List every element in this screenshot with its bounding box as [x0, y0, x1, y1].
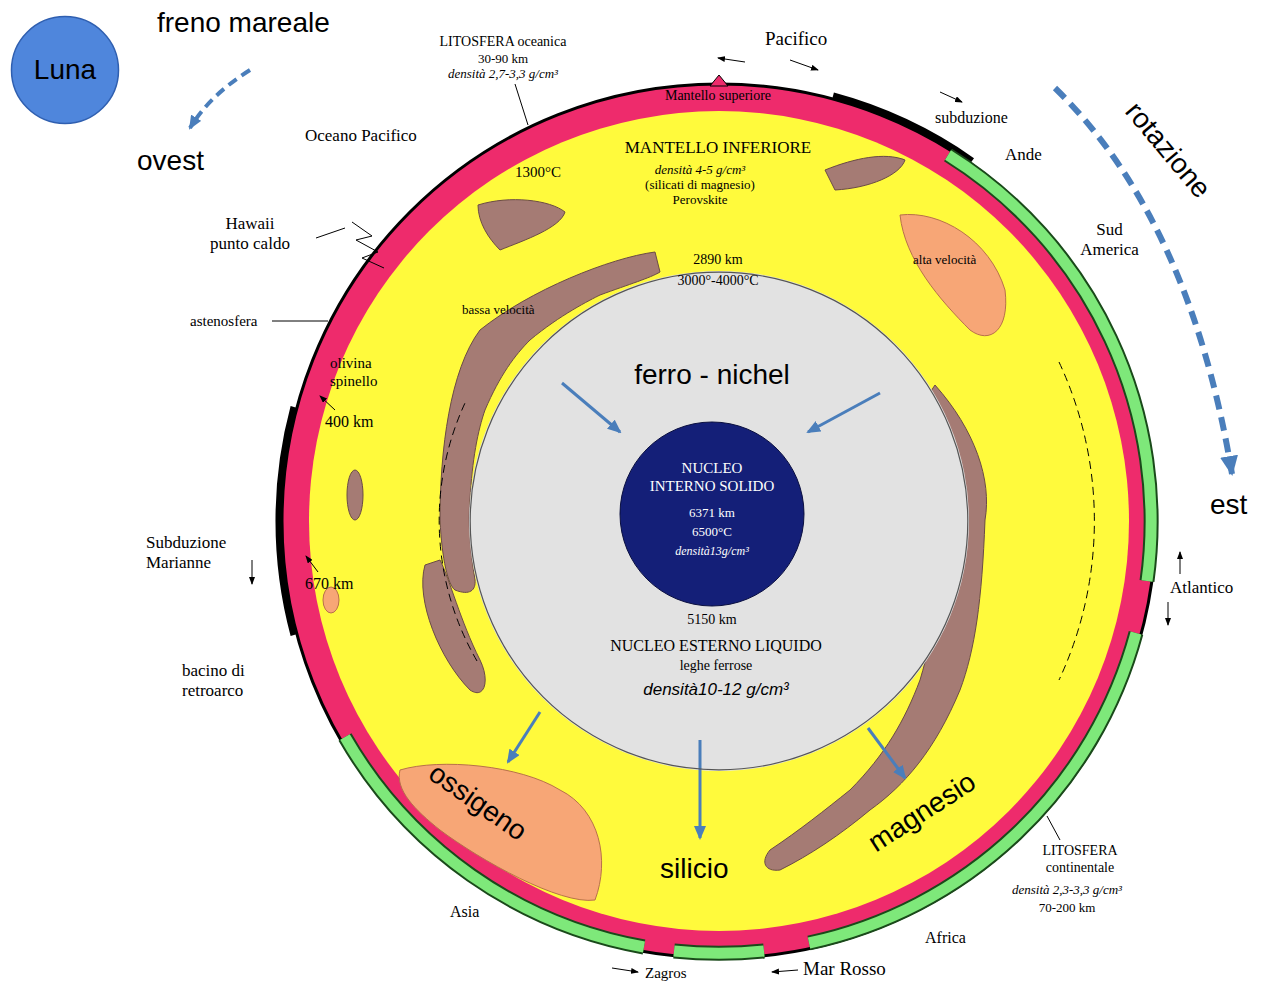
annotation-label: (silicati di magnesio)	[645, 177, 755, 193]
node-text: 6500°C	[692, 524, 732, 540]
motion-arrow	[790, 60, 818, 70]
annotation-label: Zagros	[645, 964, 687, 982]
annotation-label: astenosfera	[190, 312, 257, 330]
annotation-label: LITOSFERA oceanica	[440, 34, 567, 51]
motion-arrow	[1180, 552, 1181, 574]
annotation-label: 3000°-4000°C	[677, 273, 758, 290]
annotation-label: densità 2,7-3,3 g/cm³	[448, 66, 558, 82]
annotation-label: LITOSFERA continentale	[1025, 843, 1135, 877]
node-text: NUCLEO ESTERNO LIQUIDO	[610, 636, 822, 655]
node-text: densità10-12 g/cm³	[643, 680, 789, 700]
annotation-label: Hawaii punto caldo	[208, 214, 292, 255]
annotation-label: olivina spinello	[330, 354, 400, 390]
annotation-label: Oceano Pacifico	[305, 126, 417, 146]
leader-line	[1047, 816, 1060, 840]
motion-arrow	[940, 92, 962, 102]
motion-arrow	[1168, 602, 1169, 625]
annotation-label: Ande	[1005, 145, 1042, 165]
ridge	[710, 75, 728, 86]
node-text: 5150 km	[687, 612, 736, 629]
leader-line	[515, 84, 528, 125]
continent-arc	[345, 737, 644, 947]
node-shape	[620, 422, 804, 606]
node-text: densità13g/cm³	[675, 544, 749, 558]
low-velocity-zones	[347, 156, 987, 870]
continent-arc	[674, 951, 764, 953]
annotation-label: 70-200 km	[1039, 900, 1096, 916]
annotation-label: bacino di retroarco	[182, 661, 262, 702]
annotation-label: subduzione	[935, 108, 1008, 127]
annotation-label: silicio	[660, 852, 728, 886]
node-text: NUCLEO INTERNO SOLIDO	[647, 459, 777, 495]
annotation-label: est	[1210, 488, 1247, 522]
annotation-label: ovest	[137, 144, 204, 178]
node-text: 6371 km	[689, 505, 735, 521]
annotation-label: Africa	[925, 928, 966, 947]
lower-mantle	[309, 111, 1129, 931]
annotation-label: Pacifico	[765, 28, 827, 51]
element-arrow	[562, 383, 620, 432]
subduction-slab	[279, 407, 294, 635]
element-arrow	[868, 728, 905, 778]
continent-arc	[345, 737, 644, 947]
annotation-label: Perovskite	[673, 192, 728, 208]
motion-arrow	[772, 970, 798, 972]
continent-arc	[674, 951, 764, 953]
high-velocity-blob	[900, 214, 1006, 335]
low-velocity-blob	[825, 156, 905, 190]
annotation-label: MANTELLO INFERIORE	[625, 138, 812, 158]
leader-line	[316, 228, 345, 238]
annotation-label: bassa velocità	[462, 302, 535, 318]
annotation-label: densità 2,3-3,3 g/cm³	[1012, 882, 1122, 898]
motion-arrow	[252, 560, 253, 584]
node-text: ferro - nichel	[634, 358, 790, 392]
oceanic-lithosphere	[282, 84, 1156, 958]
element-arrow	[508, 712, 540, 762]
annotation-label: 670 km	[305, 574, 353, 593]
blue-arrows	[190, 70, 1232, 838]
annotation-label: Mantello superiore	[665, 88, 771, 105]
annotation-label: 2890 km	[693, 252, 742, 269]
annotation-label: densità 4-5 g/cm³	[655, 162, 746, 178]
rotation-arrow	[1055, 88, 1232, 474]
node-shape	[12, 17, 119, 124]
annotation-label: freno mareale	[157, 6, 330, 40]
leader-arrow	[320, 396, 335, 410]
annotation-label: 400 km	[325, 412, 373, 431]
outer-core-fill	[469, 271, 969, 771]
low-velocity-blob	[478, 200, 565, 250]
annotation-label: Sud America	[1072, 220, 1147, 261]
element-arrow	[699, 740, 702, 838]
tidal-brake-arrow	[190, 70, 250, 128]
high-velocity-zones	[323, 214, 1006, 900]
continental-outline	[345, 155, 1151, 953]
node-text: Luna	[34, 53, 96, 87]
moon-circle: Luna	[10, 15, 120, 125]
low-velocity-blob	[347, 470, 363, 520]
motion-arrow	[718, 58, 745, 62]
continental-lithosphere	[345, 155, 1151, 953]
convection-line	[1059, 362, 1094, 680]
motion-arrow	[612, 968, 638, 972]
element-arrow	[808, 393, 880, 432]
node-text: leghe ferrose	[680, 658, 753, 675]
annotation-label: Atlantico	[1170, 578, 1233, 598]
inner-core-circle: NUCLEO INTERNO SOLIDO 6371 km 6500°C densit…	[619, 421, 805, 607]
annotation-label: Asia	[450, 902, 479, 921]
leader-lines	[252, 58, 1180, 972]
outer-core-circle: ferro - nichel 5150 km NUCLEO ESTERNO LIQU…	[469, 271, 969, 771]
upper-mantle	[282, 84, 1156, 958]
annotation-label: 30-90 km	[478, 51, 528, 67]
annotation-label: rotazione	[1118, 95, 1218, 205]
annotation-label: 1300°C	[515, 163, 561, 181]
hot-spot	[352, 222, 384, 268]
leader-arrow	[306, 556, 318, 572]
leader-line	[272, 321, 328, 322]
annotation-label: Mar Rosso	[803, 958, 886, 981]
node-shape	[470, 272, 968, 770]
low-velocity-blob	[423, 560, 485, 693]
annotation-label: alta velocità	[913, 252, 976, 268]
annotation-label: Subduzione Marianne	[146, 533, 246, 574]
